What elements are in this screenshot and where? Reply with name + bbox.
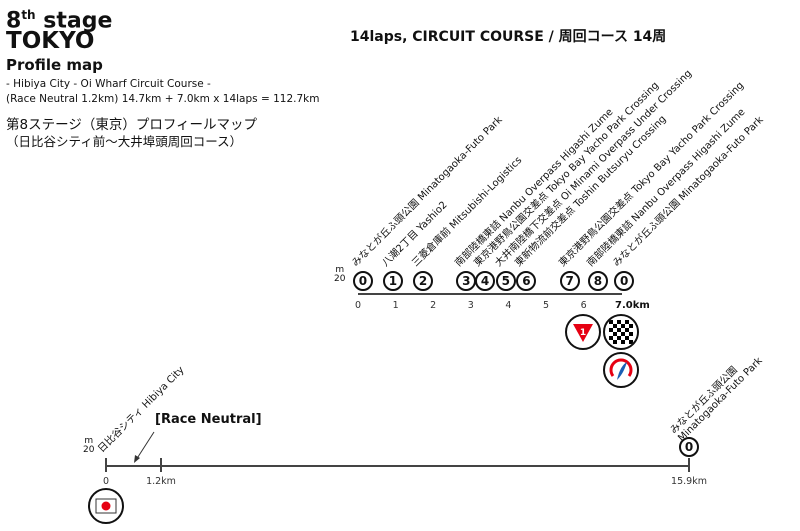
waypoint-marker: 0	[614, 271, 635, 291]
circuit-tick: 6	[580, 300, 587, 311]
tick-mark	[105, 458, 107, 472]
circuit-axis	[358, 293, 622, 295]
waypoint-marker: 2	[413, 271, 434, 291]
waypoint-marker: 1	[382, 271, 403, 291]
race-neutral-label: [Race Neutral]	[155, 412, 262, 427]
waypoint-marker: 8	[587, 271, 608, 291]
circuit-tick: 3	[467, 300, 474, 311]
checkered-flag-icon	[603, 314, 639, 350]
neutral-arrow	[134, 431, 155, 463]
waypoint-marker: 5	[495, 271, 516, 291]
jp-title: 第8ステージ（東京）プロフィールマップ	[6, 117, 258, 133]
course-name: - Hibiya City - Oi Wharf Circuit Course …	[6, 78, 211, 90]
circuit-tick: 1	[392, 300, 399, 311]
circuit-title: 14laps, CIRCUIT COURSE / 周回コース 14周	[350, 29, 667, 45]
city-title: TOKYO	[6, 28, 95, 54]
waypoint-marker: 4	[475, 271, 496, 291]
waypoint-marker: 6	[516, 271, 537, 291]
waypoint-marker: 7	[559, 271, 580, 291]
circuit-tick: 0	[354, 300, 362, 311]
svg-text:1: 1	[580, 328, 586, 338]
neutral-axis	[106, 465, 690, 467]
sprint-icon: 1	[565, 314, 601, 350]
cycling-logo-icon	[603, 352, 639, 388]
tick-end: 15.9km	[671, 476, 707, 487]
subtitle: Profile map	[6, 56, 103, 74]
finish-marker: 0	[679, 437, 699, 457]
circuit-tick: 2	[430, 300, 437, 311]
stage-title: 8th stage	[6, 8, 113, 34]
waypoint-marker: 3	[456, 271, 477, 291]
tick-0: 0	[102, 476, 110, 487]
waypoint-marker: 0	[352, 271, 373, 291]
jp-course: （日比谷シティ前〜大井埠頭周回コース）	[6, 134, 243, 149]
circuit-end-tick: 7.0km	[615, 300, 650, 311]
tick-mark	[160, 458, 162, 472]
tick-1-2: 1.2km	[146, 476, 176, 487]
circuit-tick: 5	[542, 300, 550, 311]
circuit-tick: 4	[505, 300, 512, 311]
japan-flag-icon	[88, 488, 124, 524]
total-distance: (Race Neutral 1.2km) 14.7km + 7.0km x 14…	[6, 93, 320, 105]
tick-mark	[688, 458, 690, 472]
